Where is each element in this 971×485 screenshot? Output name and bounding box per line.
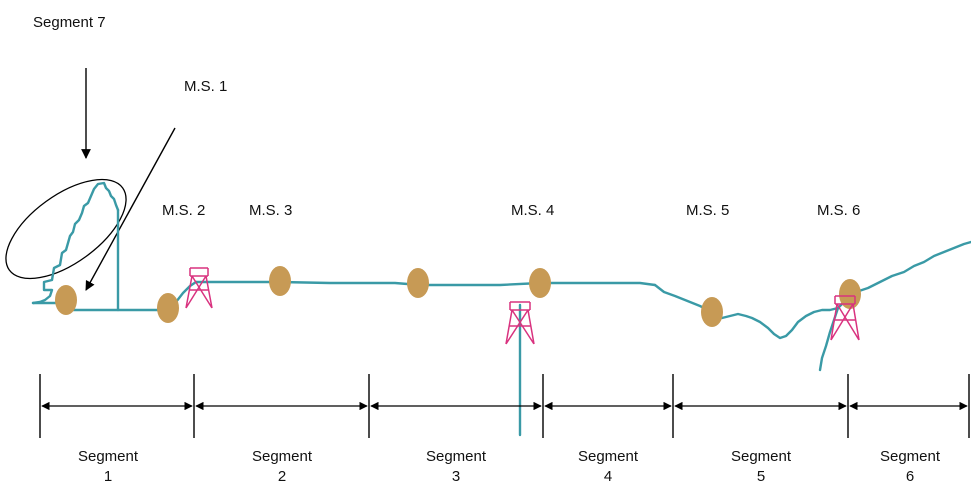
meter-station-icon [55,285,77,315]
meter-station-icon [269,266,291,296]
ms2-label: M.S. 2 [162,202,205,219]
segment6-number: 6 [906,468,914,485]
meter-station-icon [157,293,179,323]
segment2-label: Segment [252,448,313,465]
transmission-tower-icon [505,301,535,345]
segment1-number: 1 [104,468,112,485]
segment2-number: 2 [278,468,286,485]
ms5-label: M.S. 5 [686,202,729,219]
pipeline-valley [653,283,840,340]
pipeline-segment7-branch [31,181,120,305]
ms4-label: M.S. 4 [511,202,554,219]
segment3-number: 3 [452,468,460,485]
meter-station-icon [407,268,429,298]
segment4-number: 4 [604,468,612,485]
ms3-label: M.S. 3 [249,202,292,219]
segment-labels: Segment 1 Segment 2 Segment 3 Segment 4 … [78,448,941,485]
segment1-label: Segment [78,448,139,465]
segment5-label: Segment [731,448,792,465]
segment7-highlight-ellipse [5,178,127,280]
segment6-label: Segment [880,448,941,465]
segment4-label: Segment [578,448,639,465]
segment-boundaries [39,374,970,438]
transmission-tower-icon [185,267,213,309]
ms1-pointer-arrow [85,127,176,291]
transmission-tower-icon [830,295,860,341]
segment3-label: Segment [426,448,487,465]
pipeline-main-segment1 [31,301,170,312]
ms1-label: M.S. 1 [184,78,227,95]
meter-station-icon [529,268,551,298]
segment7-label: Segment 7 [33,14,106,31]
meter-stations [55,266,861,327]
meter-station-icon [701,297,723,327]
segment5-number: 5 [757,468,765,485]
ms6-label: M.S. 6 [817,202,860,219]
